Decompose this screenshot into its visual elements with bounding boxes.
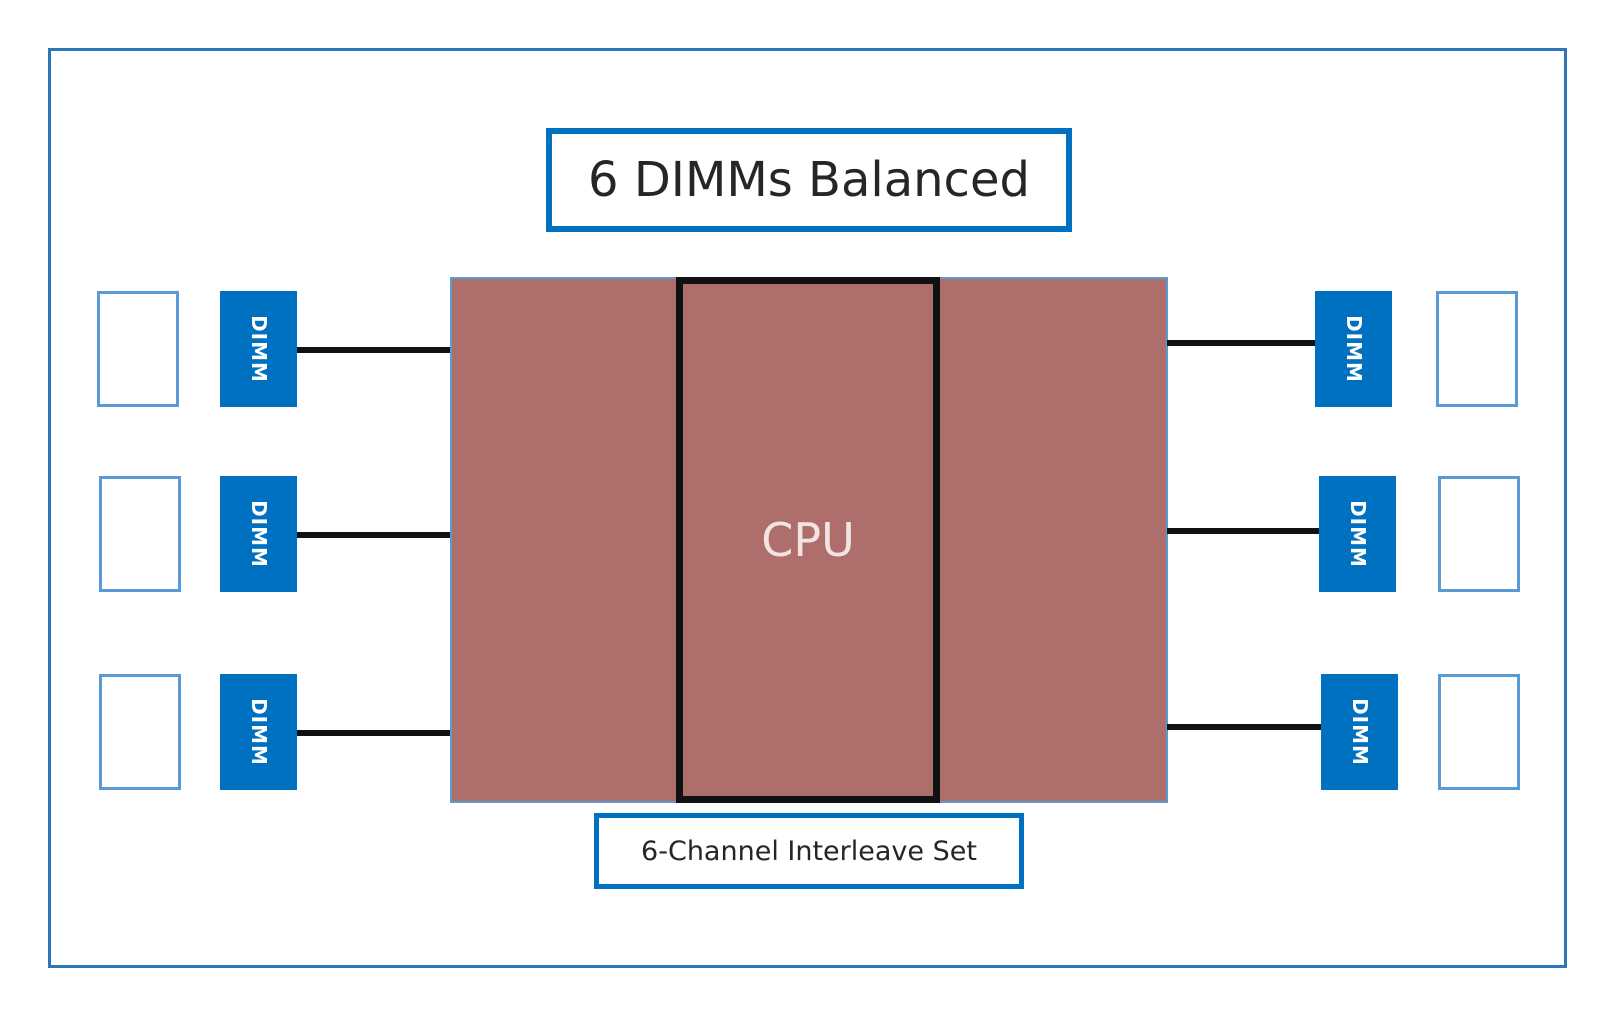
diagram-title: 6 DIMMs Balanced bbox=[588, 152, 1030, 208]
interleave-set-box: 6-Channel Interleave Set bbox=[594, 813, 1024, 889]
channel-wire-left-2 bbox=[297, 532, 451, 538]
dimm-right-3: DIMM bbox=[1321, 674, 1398, 790]
dimm-label: DIMM bbox=[246, 698, 271, 766]
title-box: 6 DIMMs Balanced bbox=[546, 128, 1072, 232]
dimm-label: DIMM bbox=[246, 500, 271, 568]
dimm-left-3: DIMM bbox=[220, 674, 297, 790]
dimm-right-2: DIMM bbox=[1319, 476, 1396, 592]
dimm-left-2: DIMM bbox=[220, 476, 297, 592]
dimm-left-1: DIMM bbox=[220, 291, 297, 407]
cpu-label: CPU bbox=[761, 513, 855, 567]
empty-slot-left-1 bbox=[97, 291, 179, 407]
diagram-frame bbox=[48, 48, 1567, 968]
channel-wire-left-1 bbox=[297, 347, 451, 353]
dimm-label: DIMM bbox=[1347, 698, 1372, 766]
empty-slot-right-1 bbox=[1436, 291, 1518, 407]
channel-wire-right-2 bbox=[1167, 528, 1321, 534]
cpu-core bbox=[676, 277, 940, 803]
dimm-label: DIMM bbox=[1345, 500, 1370, 568]
empty-slot-right-2 bbox=[1438, 476, 1520, 592]
interleave-set-label: 6-Channel Interleave Set bbox=[641, 835, 977, 867]
empty-slot-left-3 bbox=[99, 674, 181, 790]
empty-slot-left-2 bbox=[99, 476, 181, 592]
channel-wire-right-3 bbox=[1167, 724, 1323, 730]
channel-wire-right-1 bbox=[1167, 340, 1317, 346]
dimm-label: DIMM bbox=[246, 315, 271, 383]
channel-wire-left-3 bbox=[297, 730, 451, 736]
dimm-label: DIMM bbox=[1341, 315, 1366, 383]
empty-slot-right-3 bbox=[1438, 674, 1520, 790]
dimm-right-1: DIMM bbox=[1315, 291, 1392, 407]
